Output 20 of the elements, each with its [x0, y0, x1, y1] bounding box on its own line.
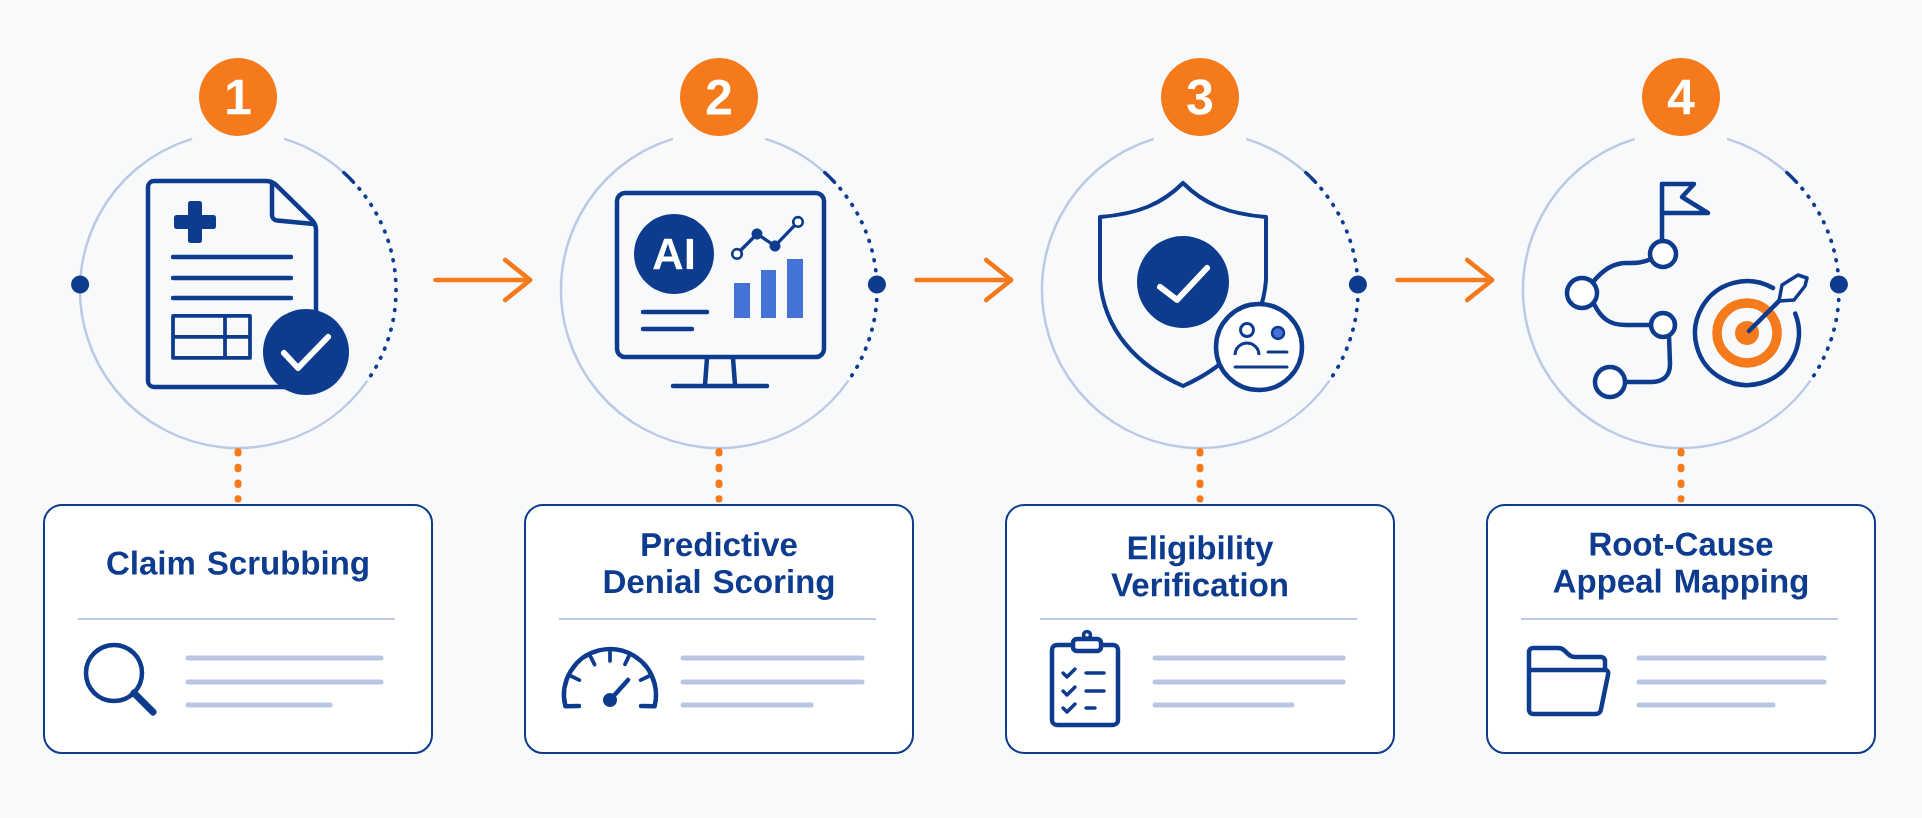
step-card: Predictive Denial Scoring — [524, 504, 914, 754]
number-badge: 4 — [1642, 58, 1720, 136]
arrow — [1395, 257, 1495, 303]
ring-circle — [78, 137, 398, 450]
badge: AI — [634, 214, 714, 294]
number-badge: 3 — [1161, 58, 1239, 136]
ring-circle — [1521, 137, 1841, 450]
ring-circle — [1040, 137, 1360, 450]
step-card: Claim Scrubbing — [43, 504, 433, 754]
ring-circle — [559, 137, 879, 450]
arrow — [914, 257, 1014, 303]
dotted-line — [1677, 448, 1685, 503]
step-card: Eligibility Verification — [1005, 504, 1395, 754]
dotted-line — [1196, 448, 1204, 503]
dotted-line — [715, 448, 723, 503]
arrow — [433, 257, 533, 303]
step-card: Root-Cause Appeal Mapping — [1486, 504, 1876, 754]
dotted-line — [234, 448, 242, 503]
number-badge: 1 — [199, 58, 277, 136]
number-badge: 2 — [680, 58, 758, 136]
